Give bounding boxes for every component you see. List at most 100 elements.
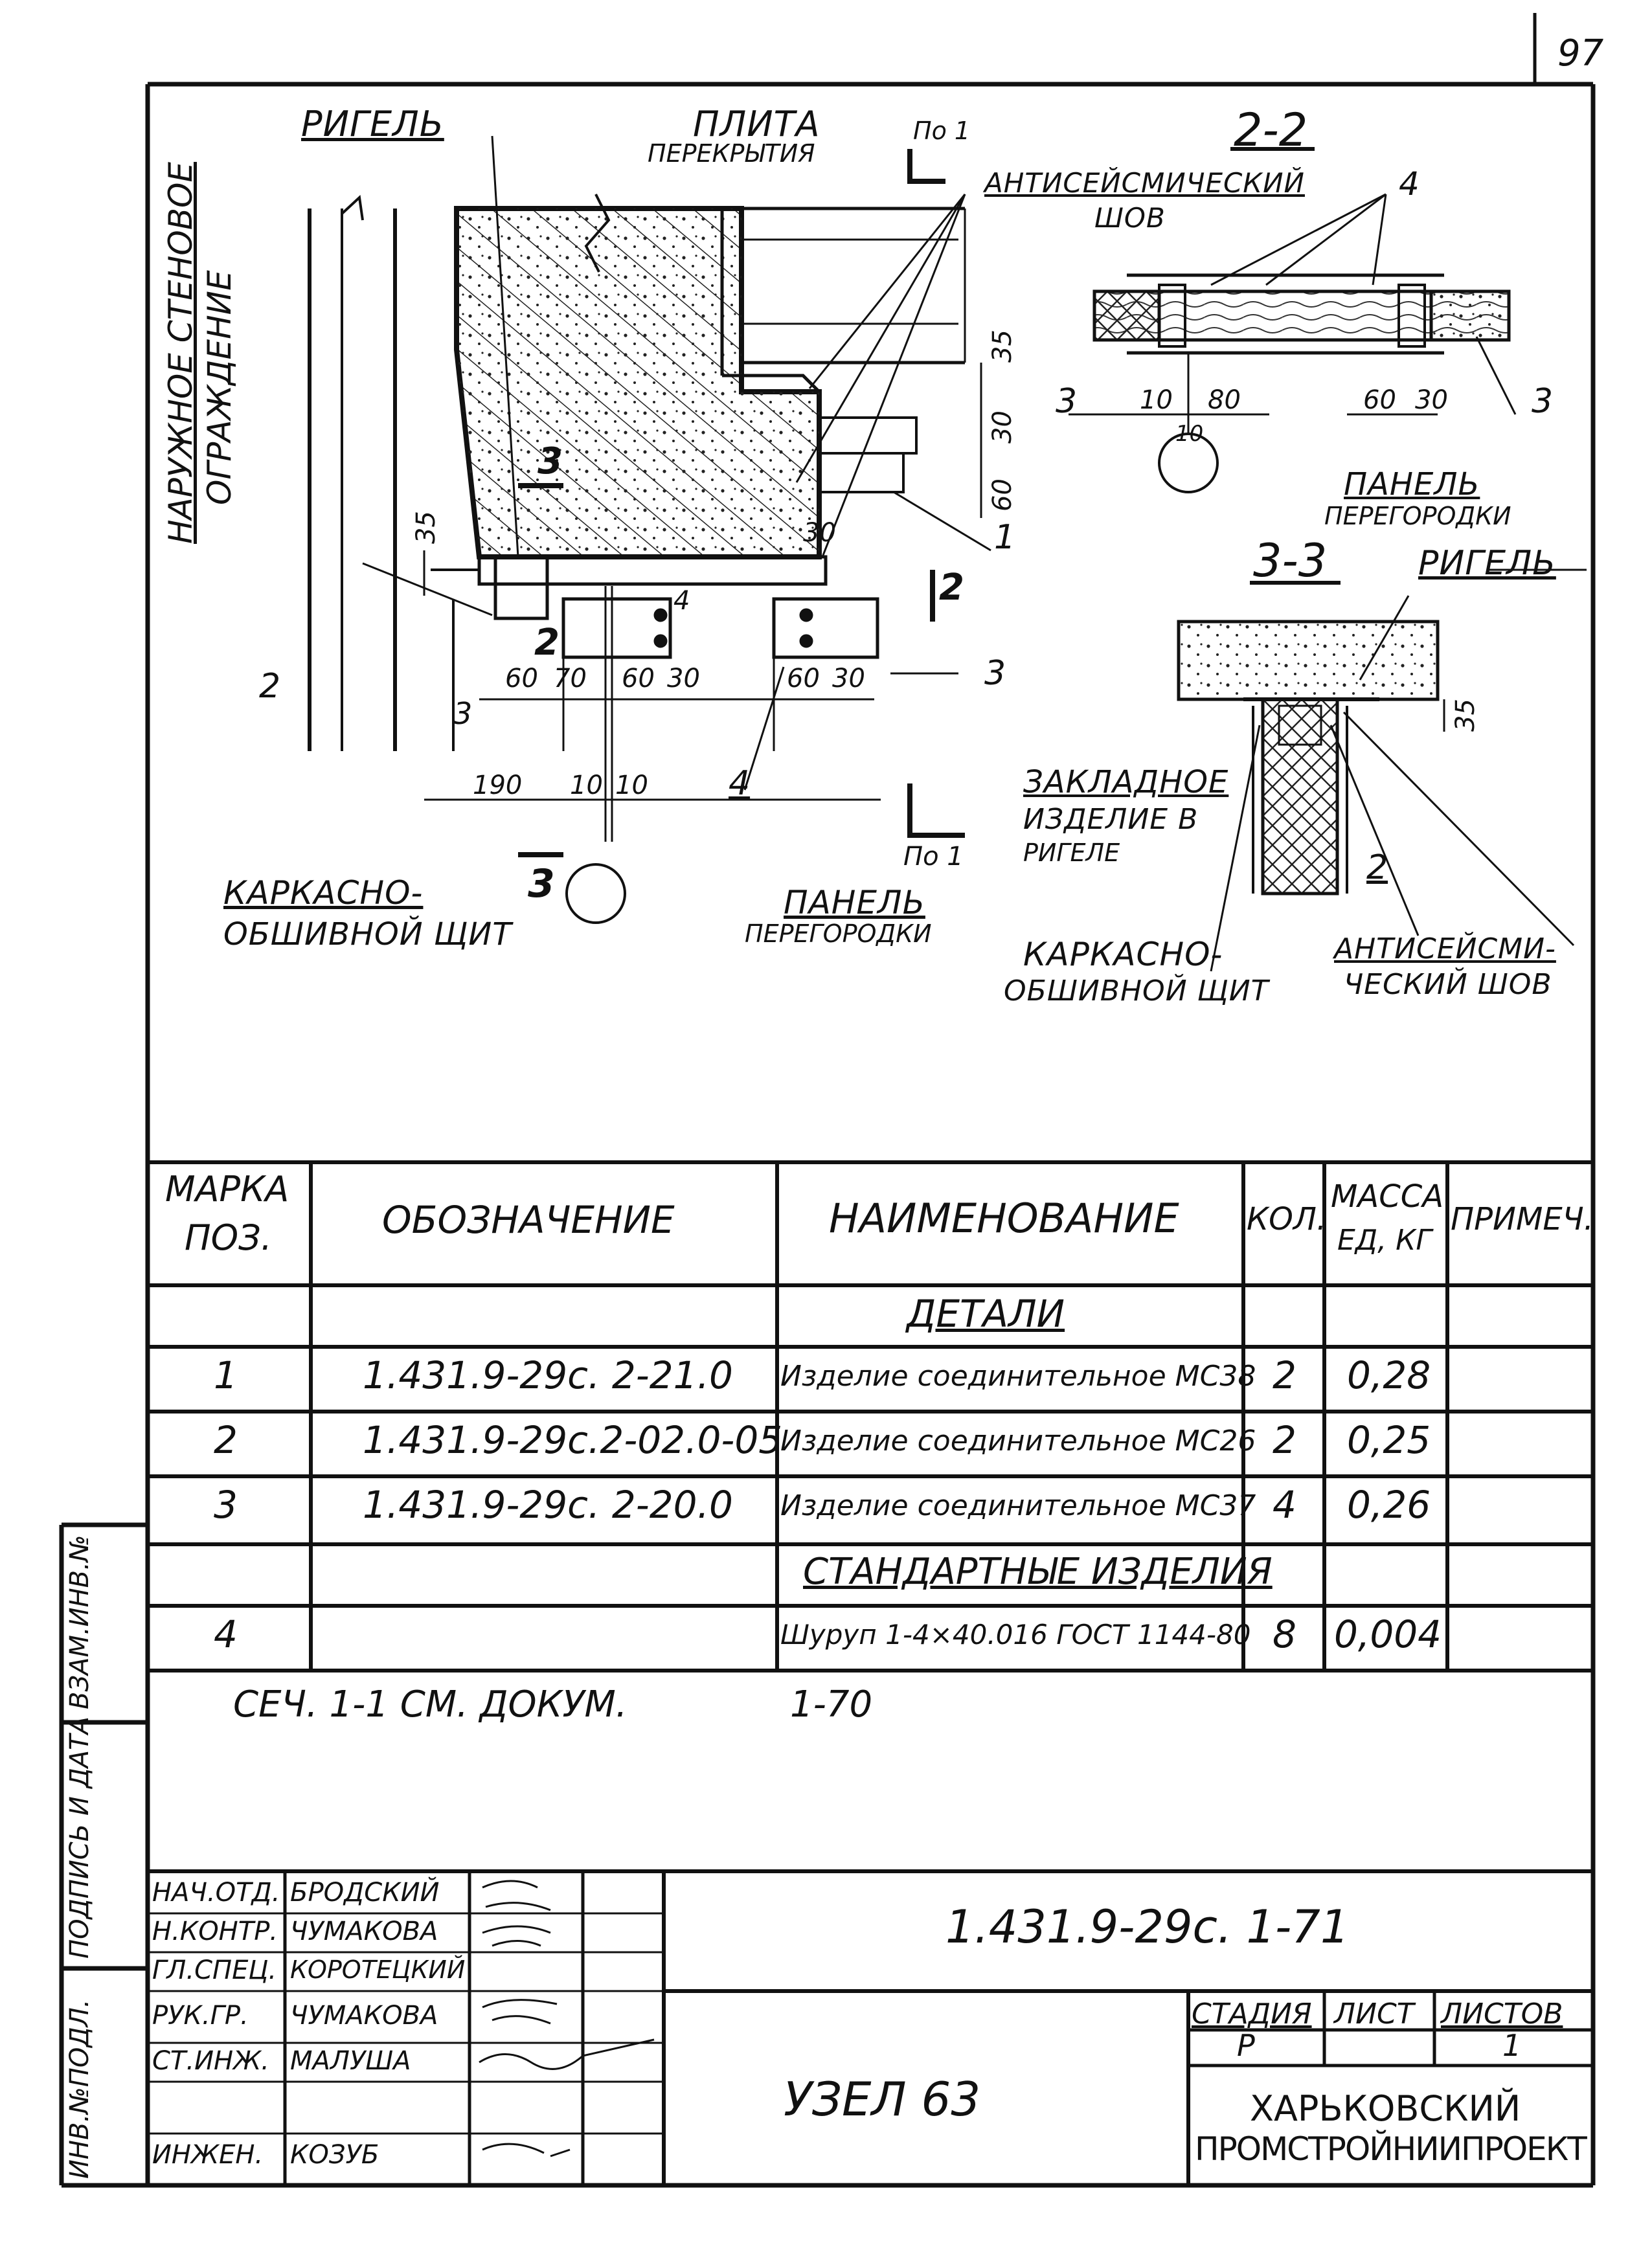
dim-35-top: 35 <box>988 330 1017 363</box>
label-karkas-1: КАРКАСНО- <box>223 874 424 912</box>
section-2-2-title: 2-2 <box>1234 104 1308 157</box>
page-number: 97 <box>1557 32 1604 74</box>
marker-2c: 2 <box>1366 848 1388 887</box>
org-name-2: ПРОМСТРОЙНИИПРОЕКТ <box>1195 2130 1587 2168</box>
dim-35-left: 35 <box>411 511 441 544</box>
label-outer-wall-2: ОГРАЖДЕНИЕ <box>201 270 238 505</box>
section-details: ДЕТАЛИ <box>907 1292 1065 1336</box>
section-2-2-drawing <box>1069 147 1517 434</box>
dim-10-a: 10 <box>570 771 603 800</box>
dim-30-right: 30 <box>988 411 1017 444</box>
col-mark-header-2: ПОЗ. <box>185 1217 272 1258</box>
row-1-designation: 1.431.9-29с. 2-21.0 <box>363 1353 733 1397</box>
row-3-designation: 1.431.9-29с. 2-20.0 <box>363 1483 733 1527</box>
side-label-inv-vzam: ВЗАМ.ИНВ.№ <box>65 1535 95 1709</box>
row-1-name: Изделие соединительное МС38 <box>780 1360 1256 1393</box>
row-1-qty: 2 <box>1273 1353 1296 1397</box>
section-3-3-title: 3-3 <box>1253 534 1328 587</box>
label-panel2-1: ПАНЕЛЬ <box>784 884 925 921</box>
row-2-designation: 1.431.9-29с.2-02.0-05 <box>363 1418 783 1462</box>
row-4-qty: 8 <box>1273 1612 1296 1656</box>
sig-name-3: КОРОТЕЦКИЙ <box>290 1955 466 1984</box>
label-panel-1: ПАНЕЛЬ <box>1344 466 1480 502</box>
label-karkas2-1: КАРКАСНО- <box>1023 936 1223 973</box>
sig-role-2: Н.КОНТР. <box>152 1917 278 1946</box>
row-3-qty: 4 <box>1273 1483 1296 1527</box>
stage-label: СТАДИЯ <box>1192 1998 1312 2031</box>
s22-dim-80: 80 <box>1208 385 1241 415</box>
sig-name-6: КОЗУБ <box>290 2140 379 2170</box>
col-mark-header-1: МАРКА <box>165 1169 289 1210</box>
side-label-inv-podl: ИНВ.№ПОДЛ. <box>65 1999 95 2179</box>
doc-title: УЗЕЛ 63 <box>784 2072 981 2126</box>
row-2-name: Изделие соединительное МС26 <box>780 1425 1256 1458</box>
label-panel-2: ПЕРЕГОРОДКИ <box>1324 502 1511 530</box>
label-antiseismic2-1: АНТИСЕЙСМИ- <box>1334 932 1556 965</box>
note-section-ref: 1-70 <box>790 1684 873 1726</box>
label-karkas2-2: ОБШИВНОЙ ЩИТ <box>1004 974 1269 1008</box>
row-3-name: Изделие соединительное МС37 <box>780 1489 1256 1522</box>
label-po1-bottom: По 1 <box>903 842 964 872</box>
dim-30-b: 30 <box>803 518 836 548</box>
org-name-1: ХАРЬКОВСКИЙ <box>1250 2088 1521 2129</box>
cut-marker-2: 2 <box>534 622 560 664</box>
note-section-text: СЕЧ. 1-1 СМ. ДОКУМ. <box>233 1684 628 1726</box>
row-4-name: Шуруп 1-4×40.016 ГОСТ 1144-80 <box>780 1619 1251 1650</box>
s22-dim-30: 30 <box>1415 385 1448 415</box>
dim-60-right: 60 <box>988 479 1017 512</box>
cut-marker-2b: 2 <box>939 567 964 609</box>
label-po1-top: По 1 <box>913 117 971 145</box>
row-2-mass: 0,25 <box>1347 1418 1431 1462</box>
label-embedded-2: ИЗДЕЛИЕ В <box>1023 803 1199 836</box>
label-panel2-2: ПЕРЕГОРОДКИ <box>745 919 932 948</box>
s22-dim-10b: 10 <box>1175 421 1204 447</box>
section-standard: СТАНДАРТНЫЕ ИЗДЕЛИЯ <box>803 1551 1273 1593</box>
sig-name-1: БРОДСКИЙ <box>290 1878 440 1908</box>
dim-60-b: 60 <box>622 664 655 693</box>
sig-role-3: ГЛ.СПЕЦ. <box>152 1955 277 1985</box>
dim-30-c: 30 <box>667 664 700 693</box>
dim-70: 70 <box>554 664 587 693</box>
section-3-3-drawing <box>1177 569 1587 972</box>
sig-role-5: СТ.ИНЖ. <box>152 2046 269 2076</box>
label-embedded-1: ЗАКЛАДНОЕ <box>1023 764 1229 800</box>
marker-3b: 3 <box>984 654 1006 693</box>
row-1-mass: 0,28 <box>1347 1353 1431 1397</box>
row-2-qty: 2 <box>1273 1418 1296 1462</box>
row-3-mass: 0,26 <box>1347 1483 1431 1527</box>
cut-marker-3: 3 <box>537 440 563 482</box>
s22-dim-10: 10 <box>1140 385 1173 415</box>
col-mass-header-1: МАССА <box>1331 1178 1444 1215</box>
col-mass-header-2: ЕД, КГ <box>1337 1224 1432 1257</box>
title-block-grid <box>148 1869 1593 2185</box>
dim-60-a: 60 <box>505 664 538 693</box>
marker-4: 4 <box>673 586 690 616</box>
sig-role-1: НАЧ.ОТД. <box>152 1878 280 1908</box>
sig-role-6: ИНЖЕН. <box>152 2140 264 2170</box>
marker-4b: 4 <box>729 764 751 803</box>
sheets-value: 1 <box>1502 2028 1522 2063</box>
label-rigel: РИГЕЛЬ <box>301 104 444 144</box>
dim-10-b: 10 <box>615 771 648 800</box>
marker-3c: 3 <box>528 861 555 907</box>
col-qty-header: КОЛ. <box>1247 1201 1327 1237</box>
side-label-podpis-data: ПОДПИСЬ И ДАТА <box>65 1717 95 1959</box>
sheets-label: ЛИСТОВ <box>1441 1998 1563 2031</box>
marker-4c: 4 <box>1399 165 1420 203</box>
label-antiseismic-2: ШОВ <box>1094 202 1166 234</box>
sig-name-2: ЧУМАКОВА <box>290 1917 438 1946</box>
label-antiseismic-1: АНТИСЕЙСМИЧЕСКИЙ <box>984 167 1305 199</box>
row-1-pos: 1 <box>214 1353 238 1397</box>
label-plita-1: ПЛИТА <box>693 104 820 144</box>
label-antiseismic2-2: ЧЕСКИЙ ШОВ <box>1344 968 1552 1001</box>
main-section-drawing <box>308 135 1219 924</box>
col-note-header: ПРИМЕЧ. <box>1451 1201 1594 1237</box>
spec-table-grid <box>148 1160 1593 1672</box>
sheet-label: ЛИСТ <box>1334 1998 1414 2031</box>
marker-3: 3 <box>453 696 473 731</box>
stage-value: Р <box>1237 2028 1255 2063</box>
row-4-mass: 0,004 <box>1334 1612 1442 1656</box>
doc-code: 1.431.9-29с. 1-71 <box>945 1900 1350 1954</box>
marker-3e: 3 <box>1532 382 1554 421</box>
sig-role-4: РУК.ГР. <box>152 2001 249 2031</box>
